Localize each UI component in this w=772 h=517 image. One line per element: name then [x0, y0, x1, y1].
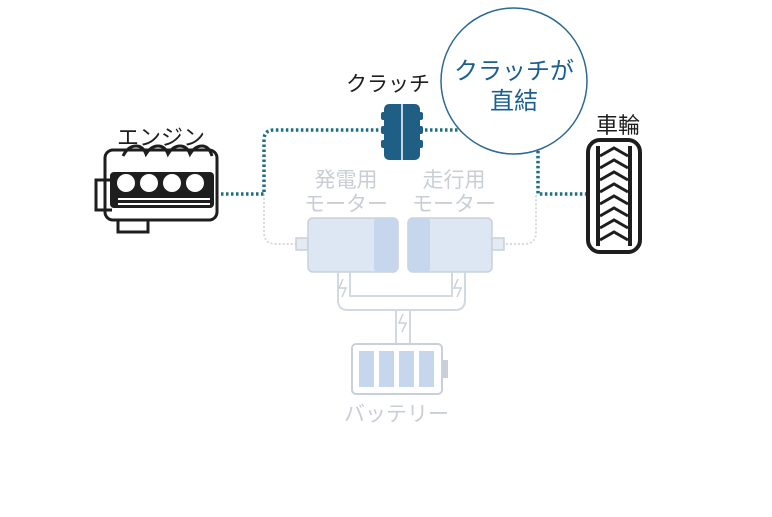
generator-motor-label: 発電用 モーター: [296, 170, 396, 215]
drive-motor-icon: [407, 217, 505, 273]
engine-icon: [94, 144, 219, 234]
callout-line-1: クラッチが: [454, 57, 574, 85]
inactive-connections: [263, 190, 537, 245]
drive-motor-link-line: [494, 195, 537, 245]
wheel-label: 車輪: [596, 114, 641, 139]
battery-label: バッテリー: [344, 402, 449, 426]
drive-motor-label: 走行用 モーター: [404, 170, 504, 215]
clutch-icon: [381, 104, 423, 160]
drive-motor-line-2: モーター: [412, 192, 496, 216]
clutch-label: クラッチ: [346, 72, 430, 96]
drive-motor-line-1: 走行用: [422, 168, 486, 192]
engine-to-clutch-line: [216, 128, 384, 196]
lightning-icons: [337, 278, 463, 333]
generator-line-1: 発電用: [314, 168, 378, 192]
clutch-direct-callout: クラッチが 直結: [444, 56, 584, 116]
wheel-icon: [586, 138, 642, 254]
engine-label: エンジン: [117, 126, 206, 151]
generator-line-2: モーター: [304, 192, 388, 216]
generator-link-line: [263, 190, 300, 245]
clutch-direct-callout-ring: [440, 7, 588, 155]
callout-line-2: 直結: [490, 87, 538, 115]
electrical-lines: [337, 272, 466, 346]
battery-icon: [351, 343, 448, 395]
generator-motor-icon: [295, 217, 399, 273]
